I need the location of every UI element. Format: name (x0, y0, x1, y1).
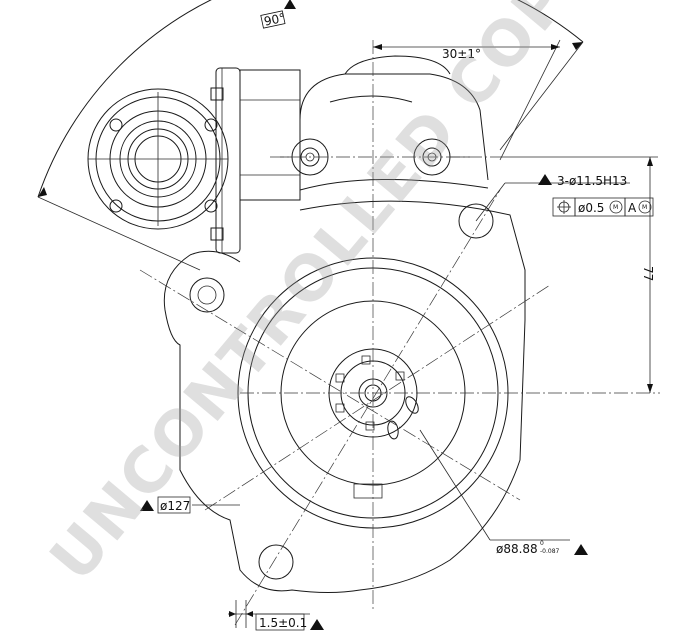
gap-critical-marker (310, 619, 324, 630)
pilot-diameter-callout: ø88.88 0 -0.087 (419, 429, 588, 556)
gap-label: 1.5±0.1 (259, 616, 307, 630)
hole-critical-marker (538, 174, 552, 185)
mounting-flange (163, 200, 526, 593)
datum-modifier: M (642, 204, 647, 211)
height-label: 77 (641, 266, 655, 281)
pilot-diameter-label: ø88.88 (496, 542, 538, 556)
flange-critical-marker (140, 500, 154, 511)
hole-callout-label: 3-ø11.5H13 (557, 174, 627, 188)
gap-dimension: 1.5±0.1 (228, 600, 324, 631)
position-tolerance-modifier: M (613, 204, 618, 211)
height-dimension: 77 (500, 156, 658, 393)
center-lines (139, 40, 660, 626)
angle-critical-marker (284, 0, 296, 9)
offset-angle-dimension: 30±1° (373, 39, 561, 161)
flange-diameter-callout: ø127 (140, 496, 240, 514)
flange-diameter-label: ø127 (160, 499, 190, 513)
pilot-diameter-tol-lower: -0.087 (540, 548, 560, 555)
pilot-critical-marker (574, 544, 588, 555)
connector-block (87, 67, 301, 254)
datum-ref: A (628, 201, 637, 215)
watermark: UNCONTROLLED COPY (36, 0, 614, 595)
feature-control-frame: ø0.5 M A M (552, 197, 654, 217)
hole-callout: 3-ø11.5H13 ø0.5 M A M (475, 174, 654, 222)
angle-label: 90° (263, 11, 287, 29)
pilot-diameter-tol-upper: 0 (540, 540, 544, 547)
offset-angle-label: 30±1° (442, 47, 481, 61)
position-tolerance: ø0.5 (578, 201, 604, 215)
